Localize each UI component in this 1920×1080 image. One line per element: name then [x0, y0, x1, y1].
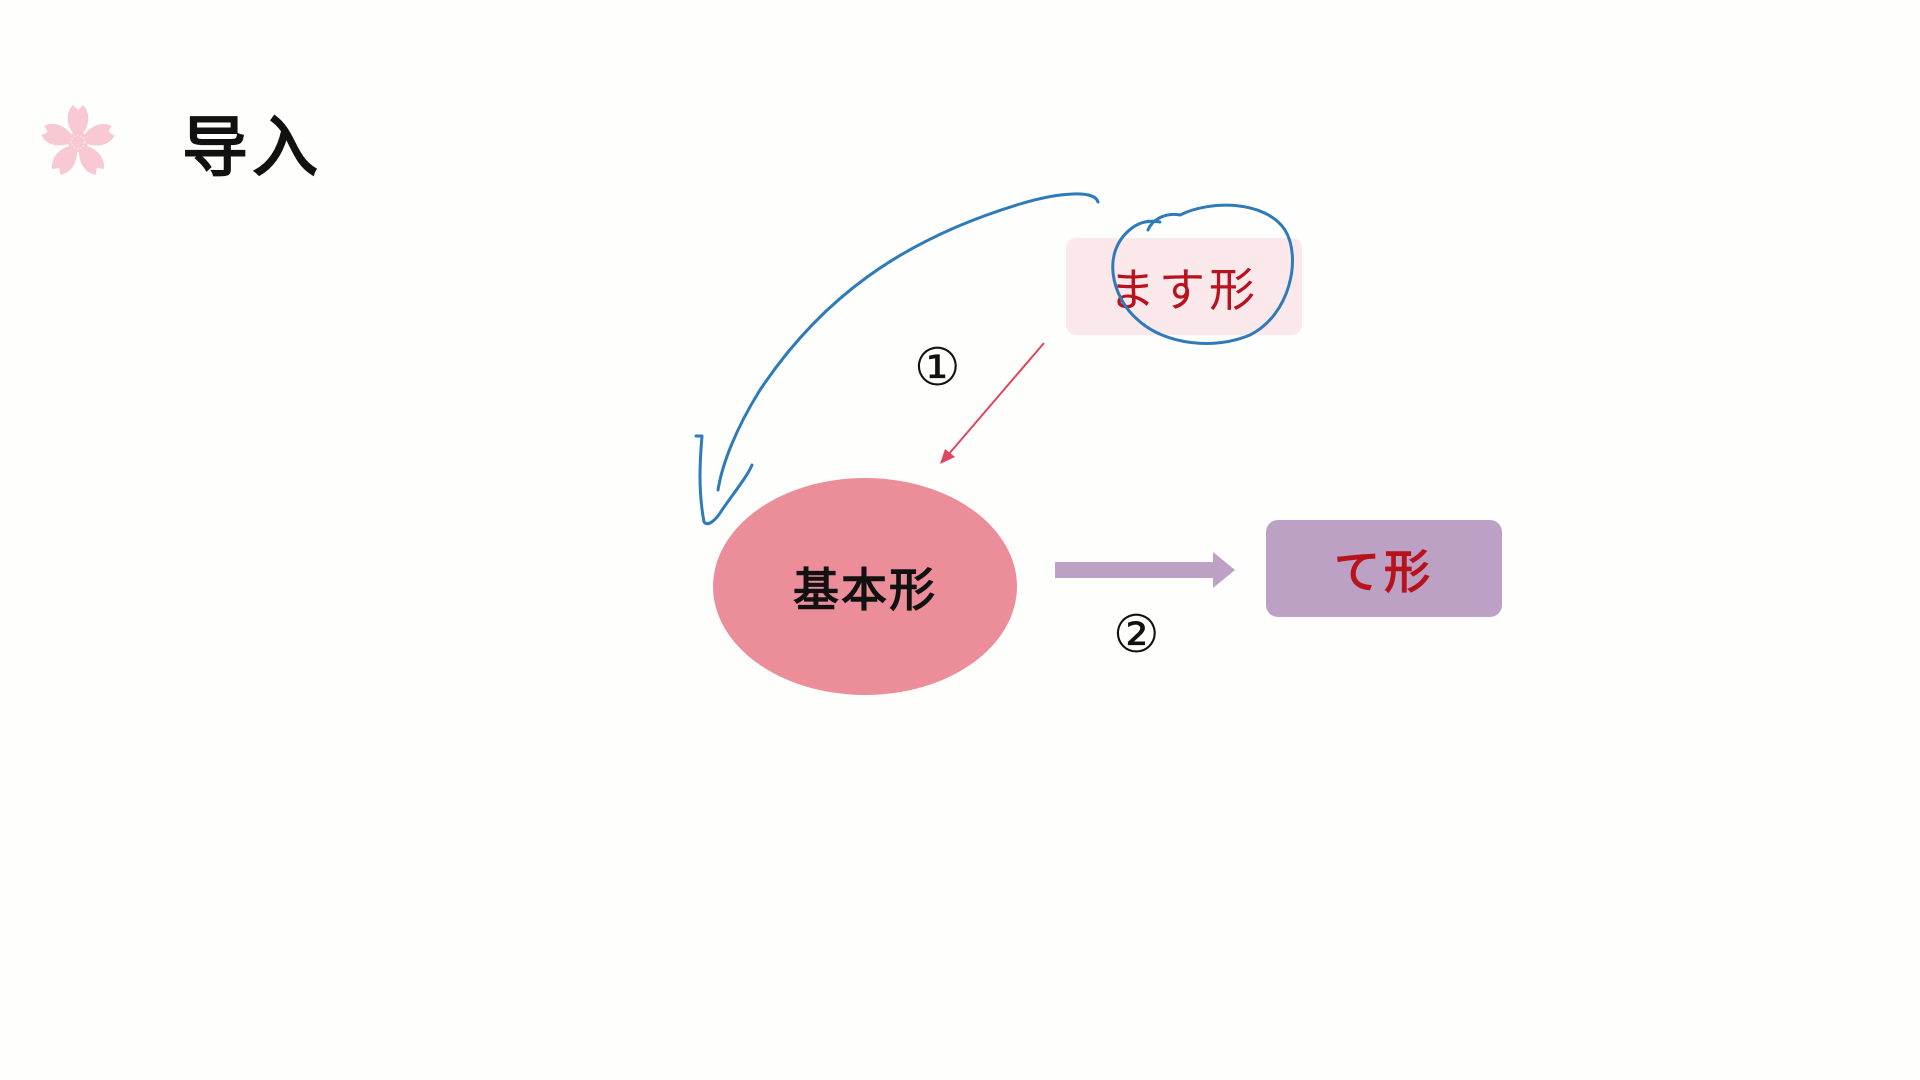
node-te-form: て形: [1266, 520, 1502, 617]
ink-arrowhead: [694, 434, 754, 526]
sakura-flower-icon: [39, 105, 117, 178]
arrow-step-2: [1055, 552, 1235, 588]
node-basic-form: 基本形: [713, 478, 1017, 695]
step-1-label: ①: [914, 338, 961, 398]
section-header: 导入: [36, 100, 322, 186]
page-title: 导入: [182, 109, 322, 186]
node-masu-label: ます形: [1109, 262, 1259, 317]
node-basic-label: 基本形: [793, 562, 937, 617]
node-masu-form: ます形: [1066, 238, 1302, 335]
node-te-label: て形: [1334, 544, 1434, 599]
step-2-label: ②: [1113, 605, 1160, 665]
ink-curved-arrow: [716, 192, 1100, 492]
